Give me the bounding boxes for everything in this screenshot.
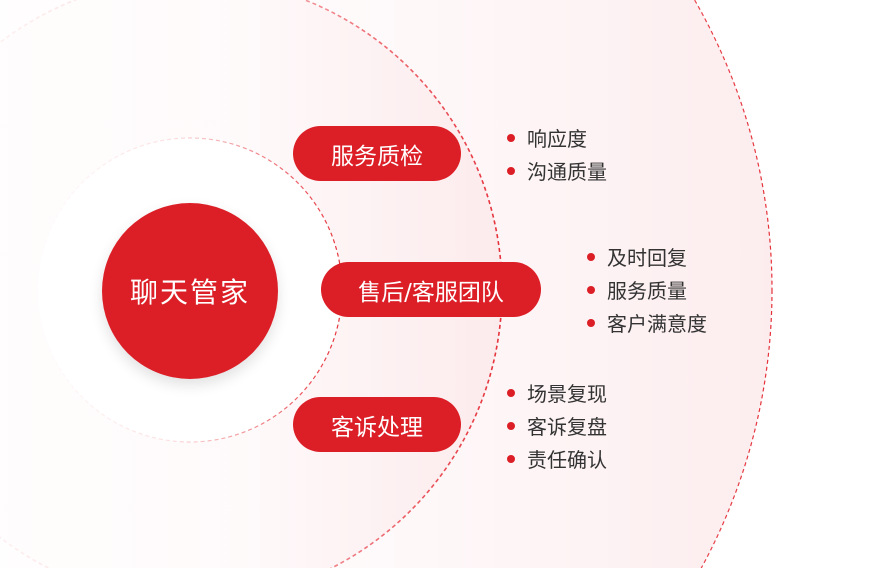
branch-pill-complaints: 客诉处理	[293, 397, 461, 452]
hub-label: 聊天管家	[129, 276, 250, 309]
list-item: 及时回复	[587, 240, 707, 273]
branch-pill-support-team: 售后/客服团队	[321, 262, 541, 317]
list-item: 客户满意度	[587, 306, 707, 339]
branch-label: 服务质检	[331, 143, 423, 170]
list-item: 场景复现	[507, 376, 607, 409]
bullet-dot-icon	[507, 133, 515, 142]
list-item: 责任确认	[507, 442, 607, 475]
list-item: 服务质量	[587, 273, 707, 306]
branch-items-support-team: 及时回复 服务质量 客户满意度	[587, 240, 707, 339]
bullet-dot-icon	[507, 166, 515, 175]
branch-pill-service-qc: 服务质检	[293, 126, 461, 181]
list-item: 客诉复盘	[507, 409, 607, 442]
branch-label: 客诉处理	[331, 414, 423, 441]
bullet-dot-icon	[587, 285, 595, 294]
bullet-dot-icon	[587, 318, 595, 327]
list-item: 响应度	[507, 121, 607, 154]
bullet-dot-icon	[507, 421, 515, 430]
bullet-dot-icon	[507, 454, 515, 463]
branch-items-service-qc: 响应度 沟通质量	[507, 121, 607, 187]
branch-items-complaints: 场景复现 客诉复盘 责任确认	[507, 376, 607, 475]
hub-circle: 聊天管家	[102, 203, 278, 379]
list-item: 沟通质量	[507, 154, 607, 187]
branch-label: 售后/客服团队	[358, 279, 504, 306]
bullet-dot-icon	[507, 388, 515, 397]
bullet-dot-icon	[587, 252, 595, 261]
